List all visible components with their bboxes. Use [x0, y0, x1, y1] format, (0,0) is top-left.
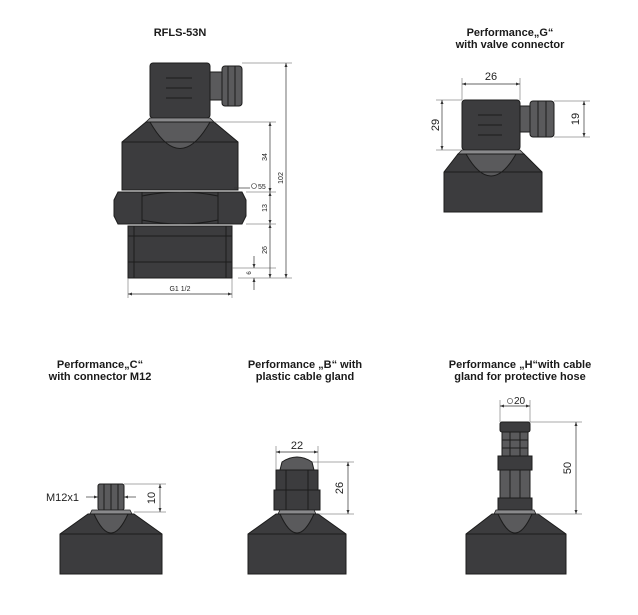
thread-section: [127, 225, 233, 279]
hose-gland-body: [499, 469, 531, 499]
cable-gland: [519, 105, 531, 133]
dim-34: 34: [262, 153, 269, 161]
seal-ring: [457, 149, 525, 155]
dim-diameter: 20: [514, 396, 526, 407]
seal-ring: [145, 117, 215, 123]
dim-height: 10: [146, 492, 158, 504]
housing-dome: [497, 513, 533, 534]
performance-c-drawing: M12x1 10: [46, 483, 166, 575]
seal-ring: [493, 509, 537, 515]
dim-height: 50: [562, 462, 574, 474]
hose-gland-hex: [497, 497, 533, 511]
dim-width: 22: [291, 440, 303, 452]
title-performance-c: Performance„C“ with connector M12: [20, 359, 180, 383]
hose-gland-nut: [497, 455, 533, 471]
housing-dome: [465, 153, 517, 177]
title-performance-b: Performance „B“ with plastic cable gland: [220, 359, 390, 383]
title-line-1: Performance „B“ with: [247, 359, 363, 371]
dim-width: 26: [485, 71, 497, 83]
dim-sw55: 55: [258, 184, 266, 191]
main-title: RFLS-53N: [153, 27, 207, 39]
cable-gland: [209, 71, 223, 101]
dim-thread: G1 1/2: [169, 286, 190, 293]
title-line-2: plastic cable gland: [255, 371, 355, 383]
dim-height: 26: [334, 482, 346, 494]
dim-height: 29: [430, 119, 442, 131]
dim-6: 6: [247, 271, 253, 275]
housing-dome: [93, 513, 129, 534]
dim-13: 13: [262, 204, 269, 212]
title-line-2: with connector M12: [48, 371, 152, 383]
title-line-2: gland for protective hose: [454, 371, 586, 383]
dim-connector: 19: [570, 113, 582, 125]
seal-ring: [89, 509, 133, 515]
gland-dome-nut: [275, 469, 319, 491]
gland-hex: [273, 489, 321, 511]
main-sensor-drawing: 102 34 13 26 6 55 G1 1/2: [113, 62, 292, 298]
hose-connector-ribs: [501, 431, 529, 457]
hose-connector-top: [499, 421, 531, 433]
valve-connector-head: [149, 62, 211, 119]
housing-dome: [279, 513, 315, 534]
performance-b-drawing: 22 26: [247, 440, 354, 575]
performance-h-drawing: 20 50: [465, 396, 582, 575]
dim-thread: M12x1: [46, 492, 79, 504]
dim-102: 102: [278, 172, 285, 184]
title-performance-h: Performance „H“with cable gland for prot…: [420, 359, 620, 383]
gland-cap: [279, 456, 315, 471]
title-line-1: Performance „H“with cable: [448, 359, 592, 371]
dim-26: 26: [262, 246, 269, 254]
seal-ring: [277, 509, 317, 515]
hex-nut: [113, 191, 247, 225]
performance-g-drawing: 26 29 19: [430, 71, 590, 213]
title-line-1: Performance„G“: [466, 27, 554, 39]
cable-gland-nut: [529, 100, 555, 138]
title-line-1: Performance„C“: [56, 359, 144, 371]
cable-gland-nut: [221, 65, 243, 107]
title-performance-g: Performance„G“ with valve connector: [415, 27, 605, 51]
title-line-2: with valve connector: [455, 39, 565, 51]
